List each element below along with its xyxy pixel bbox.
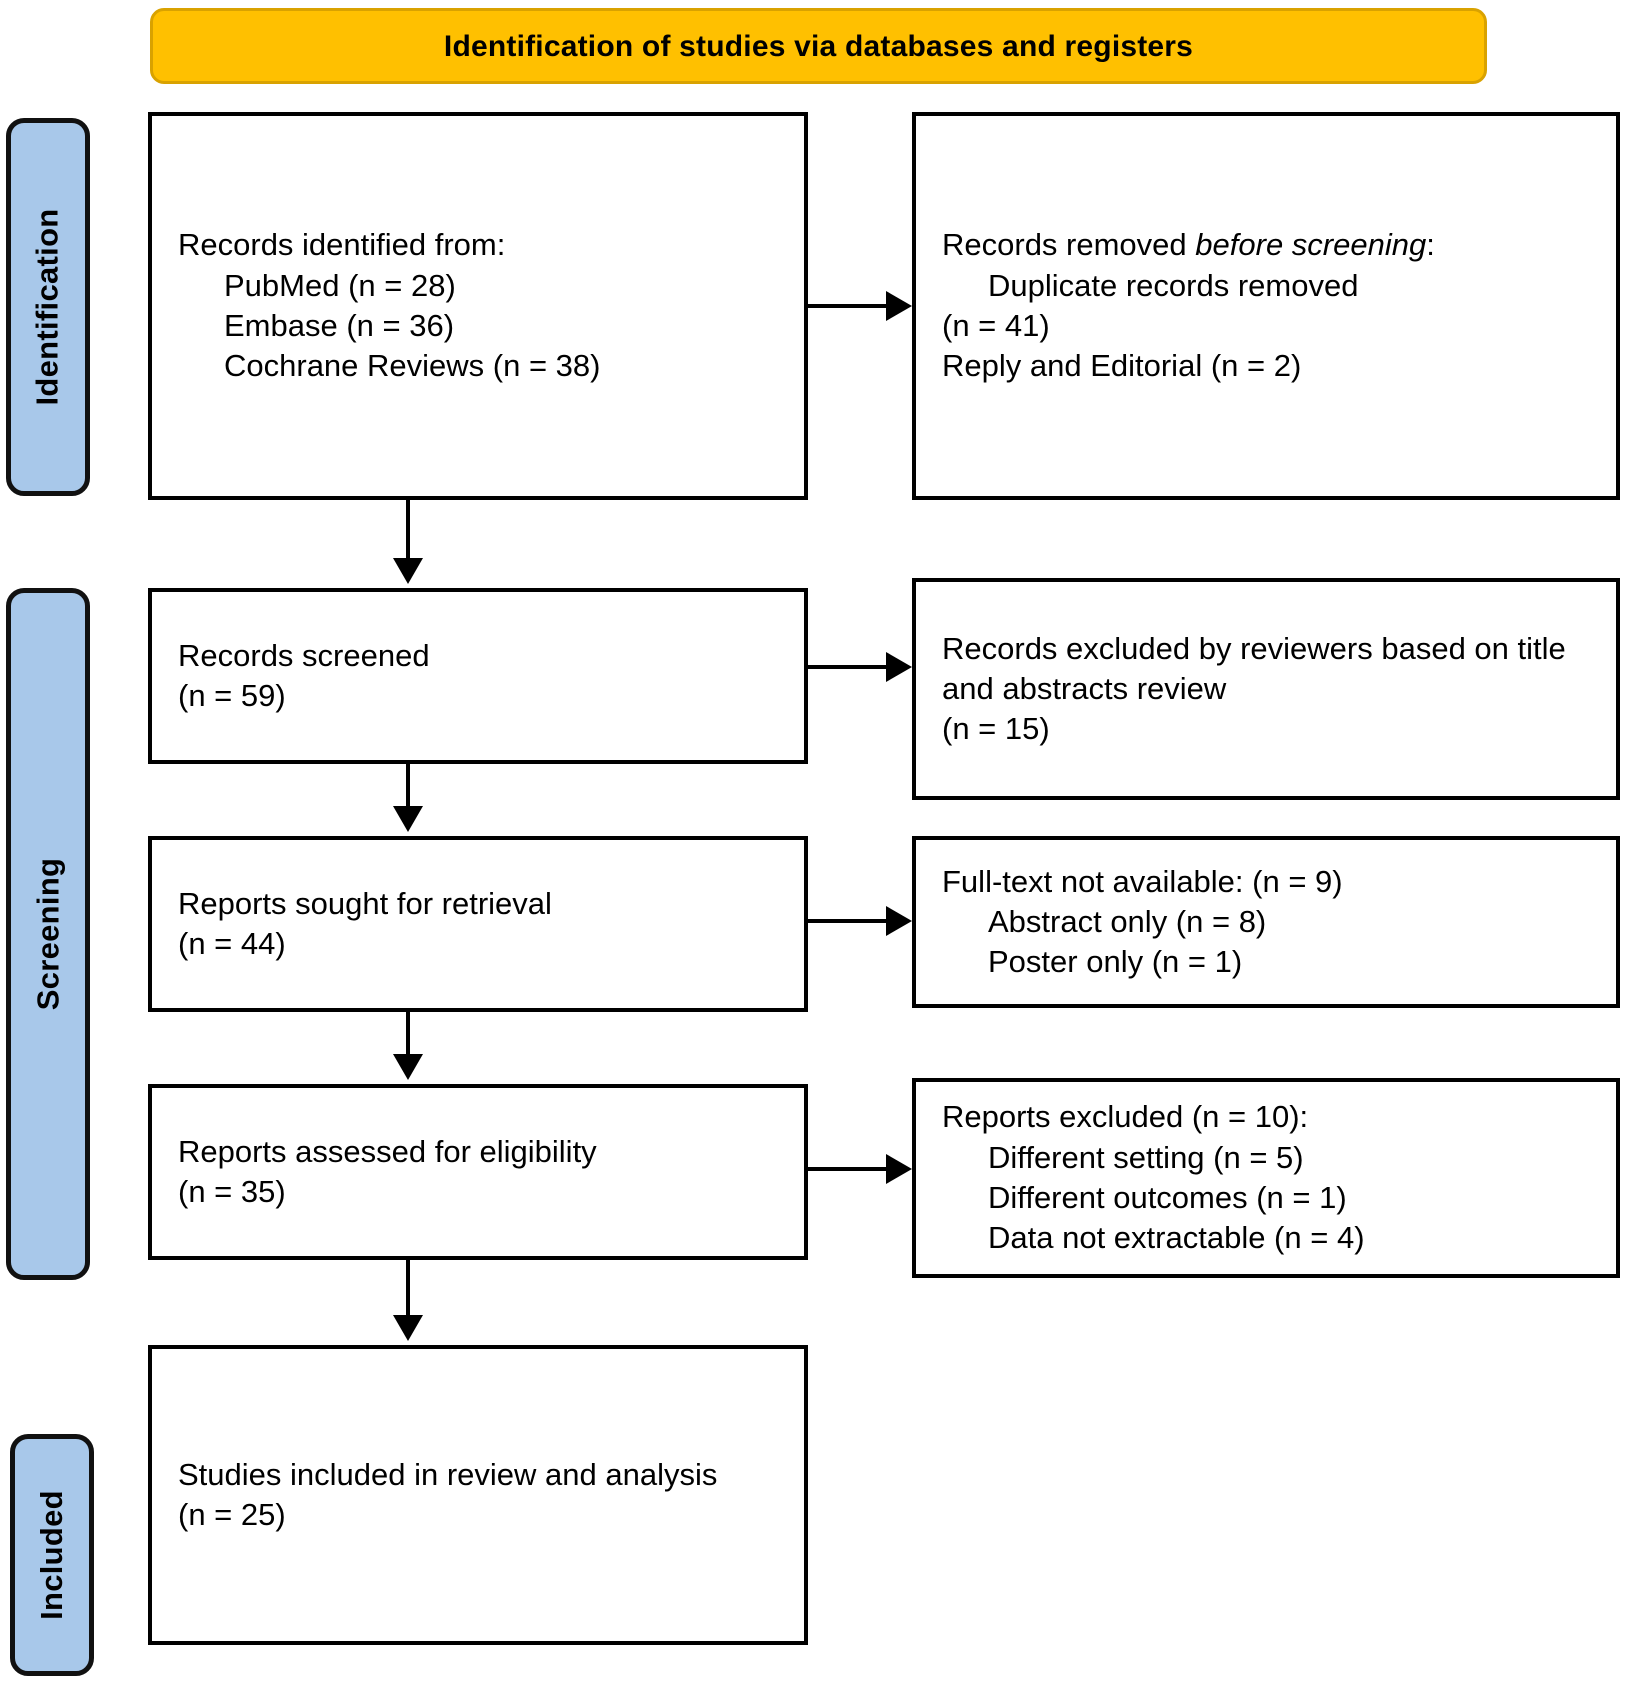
- records-removed-heading-plain: Records removed: [942, 227, 1196, 263]
- connector-assessed-to-excluded-line: [808, 1167, 890, 1171]
- connector-assessed-to-included-line: [406, 1260, 410, 1319]
- box-records-excluded-screening: Records excluded by reviewers based on t…: [912, 578, 1620, 800]
- records-identified-source-1: PubMed (n = 28): [224, 267, 456, 303]
- records-identified-heading: Records identified from:: [178, 227, 506, 263]
- reports-excluded-line-2: Different outcomes (n = 1): [988, 1180, 1347, 1215]
- box-records-screened-text: Records screened (n = 59): [178, 636, 778, 717]
- box-fulltext-not-available-text: Full-text not available: (n = 9) Abstract…: [942, 862, 1590, 983]
- reports-sought-count: (n = 44): [178, 926, 286, 961]
- records-removed-line-2: (n = 41): [942, 308, 1050, 343]
- box-reports-excluded: Reports excluded (n = 10): Different sett…: [912, 1078, 1620, 1278]
- box-records-screened: Records screened (n = 59): [148, 588, 808, 764]
- connector-screened-to-sought-arrow: [393, 806, 423, 832]
- records-identified-source-2: Embase (n = 36): [224, 308, 455, 343]
- stage-label-identification: Identification: [6, 118, 90, 496]
- box-reports-assessed-text: Reports assessed for eligibility (n = 35): [178, 1132, 778, 1213]
- box-records-identified-text: Records identified from: PubMed (n = 28) E…: [178, 225, 778, 386]
- box-fulltext-not-available: Full-text not available: (n = 9) Abstract…: [912, 836, 1620, 1008]
- box-reports-sought-text: Reports sought for retrieval (n = 44): [178, 884, 778, 965]
- connector-assessed-to-included-arrow: [393, 1315, 423, 1341]
- fulltext-heading: Full-text not available: (n = 9): [942, 863, 1343, 899]
- box-reports-excluded-text: Reports excluded (n = 10): Different sett…: [942, 1097, 1590, 1258]
- records-excluded-screening-heading: Records excluded by reviewers based on t…: [942, 630, 1575, 706]
- reports-excluded-line-3: Data not extractable (n = 4): [988, 1220, 1365, 1256]
- fulltext-line-2: Poster only (n = 1): [988, 944, 1243, 980]
- connector-screened-to-sought-line: [406, 764, 410, 810]
- reports-assessed-count: (n = 35): [178, 1174, 286, 1209]
- fulltext-line-1: Abstract only (n = 8): [988, 903, 1267, 939]
- connector-identified-to-screened-line: [406, 500, 410, 562]
- reports-excluded-line-1: Different setting (n = 5): [988, 1139, 1304, 1175]
- records-removed-line-3: Reply and Editorial (n = 2): [942, 348, 1302, 384]
- connector-sought-to-assessed-line: [406, 1012, 410, 1058]
- reports-sought-heading: Reports sought for retrieval: [178, 885, 552, 921]
- box-records-removed-text: Records removed before screening: Duplica…: [942, 225, 1590, 386]
- box-reports-sought: Reports sought for retrieval (n = 44): [148, 836, 808, 1012]
- diagram-title-banner: Identification of studies via databases …: [150, 8, 1487, 84]
- records-removed-line-1: Duplicate records removed: [988, 267, 1359, 303]
- records-removed-heading-suffix: :: [1426, 227, 1435, 263]
- connector-sought-to-assessed-arrow: [393, 1054, 423, 1080]
- connector-sought-to-fulltext-arrow: [886, 906, 912, 936]
- reports-excluded-heading: Reports excluded (n = 10):: [942, 1099, 1309, 1135]
- records-identified-source-3: Cochrane Reviews (n = 38): [224, 348, 601, 384]
- box-records-excluded-screening-text: Records excluded by reviewers based on t…: [942, 629, 1590, 750]
- box-records-removed: Records removed before screening: Duplica…: [912, 112, 1620, 500]
- connector-sought-to-fulltext-line: [808, 919, 890, 923]
- stage-label-included-text: Included: [34, 1490, 70, 1620]
- records-excluded-screening-count: (n = 15): [942, 711, 1050, 747]
- connector-screened-to-excluded-arrow: [886, 652, 912, 682]
- connector-identified-to-screened-arrow: [393, 558, 423, 584]
- box-reports-assessed: Reports assessed for eligibility (n = 35): [148, 1084, 808, 1260]
- box-records-identified: Records identified from: PubMed (n = 28) E…: [148, 112, 808, 500]
- records-screened-count: (n = 59): [178, 678, 286, 713]
- connector-identified-to-removed-arrow: [886, 291, 912, 321]
- stage-label-included: Included: [10, 1434, 94, 1676]
- reports-assessed-heading: Reports assessed for eligibility: [178, 1133, 597, 1169]
- connector-screened-to-excluded-line: [808, 665, 890, 669]
- page-title: Identification of studies via databases …: [443, 29, 1194, 63]
- connector-identified-to-removed-line: [808, 304, 890, 308]
- box-studies-included-text: Studies included in review and analysis (…: [178, 1455, 778, 1536]
- stage-label-identification-text: Identification: [30, 208, 65, 406]
- studies-included-count: (n = 25): [178, 1497, 286, 1532]
- records-screened-heading: Records screened: [178, 637, 430, 673]
- studies-included-heading: Studies included in review and analysis: [178, 1456, 718, 1492]
- records-removed-heading-italic: before screening: [1195, 227, 1427, 263]
- connector-assessed-to-excluded-arrow: [886, 1154, 912, 1184]
- box-studies-included: Studies included in review and analysis (…: [148, 1345, 808, 1645]
- stage-label-screening: Screening: [6, 588, 90, 1280]
- stage-label-screening-text: Screening: [30, 857, 65, 1011]
